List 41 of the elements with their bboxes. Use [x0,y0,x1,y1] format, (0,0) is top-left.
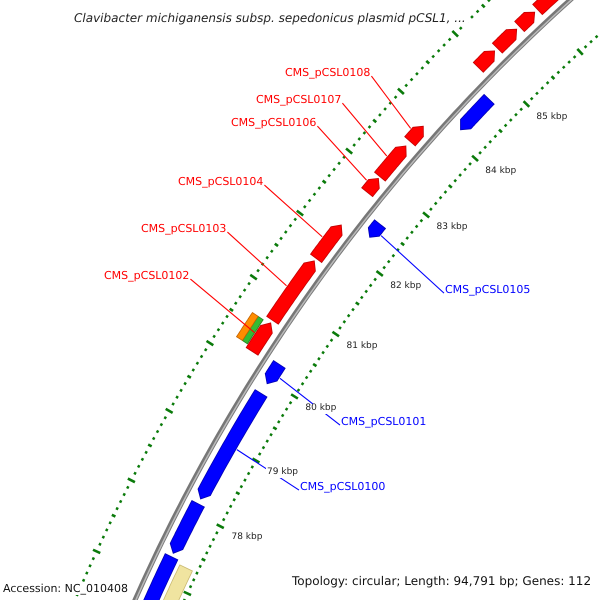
leader-line [190,278,255,334]
tick-label: 82 kbp [389,282,422,292]
map-title: Clavibacter michiganensis subsp. sepedonicus plasmid pCSL1, ... [72,12,468,25]
tick-label: 79 kbp [266,468,299,478]
gene-label: CMS_pCSL0107 [256,94,342,106]
tick-label: 80 kbp [304,404,338,414]
gene-label: CMS_pCSL0102 [104,270,190,282]
gene-feature [472,50,496,73]
tick-label: 84 kbp [484,167,518,177]
gene-label: CMS_pCSL0100 [300,481,386,494]
leader-line [380,235,444,294]
tick-label: 81 kbp [346,342,378,352]
gene-feature [404,126,424,146]
gene-feature [368,219,386,238]
gene-label: CMS_pCSL0108 [285,67,370,80]
gene-label: CMS_pCSL0105 [445,284,530,296]
leader-line [227,232,287,286]
leader-line [342,102,388,156]
gene-feature [264,360,286,384]
tick-label: 83 kbp [436,223,468,234]
leader-line [317,126,368,181]
gene-label: CMS_pCSL0106 [231,117,316,130]
tick-label: 78 kbp [230,533,264,544]
gene-label: CMS_pCSL0101 [341,416,426,428]
leader-line [264,184,323,238]
feature-bar [236,312,259,342]
gene-feature [198,389,268,500]
gene-feature [310,224,343,264]
leader-line [370,76,412,129]
gene-label: CMS_pCSL0103 [141,223,226,236]
accession-text: Accession: NC_010408 [3,583,128,596]
gene-feature [266,260,316,325]
tick-label: 85 kbp [535,112,568,123]
gene-feature [361,178,380,198]
gene-feature [492,28,518,54]
gene-feature [246,322,273,356]
gene-feature [170,500,205,554]
gene-feature [460,94,495,130]
gene-feature [514,12,536,32]
gene-feature [374,145,407,182]
gene-label: CMS_pCSL0104 [178,176,264,188]
